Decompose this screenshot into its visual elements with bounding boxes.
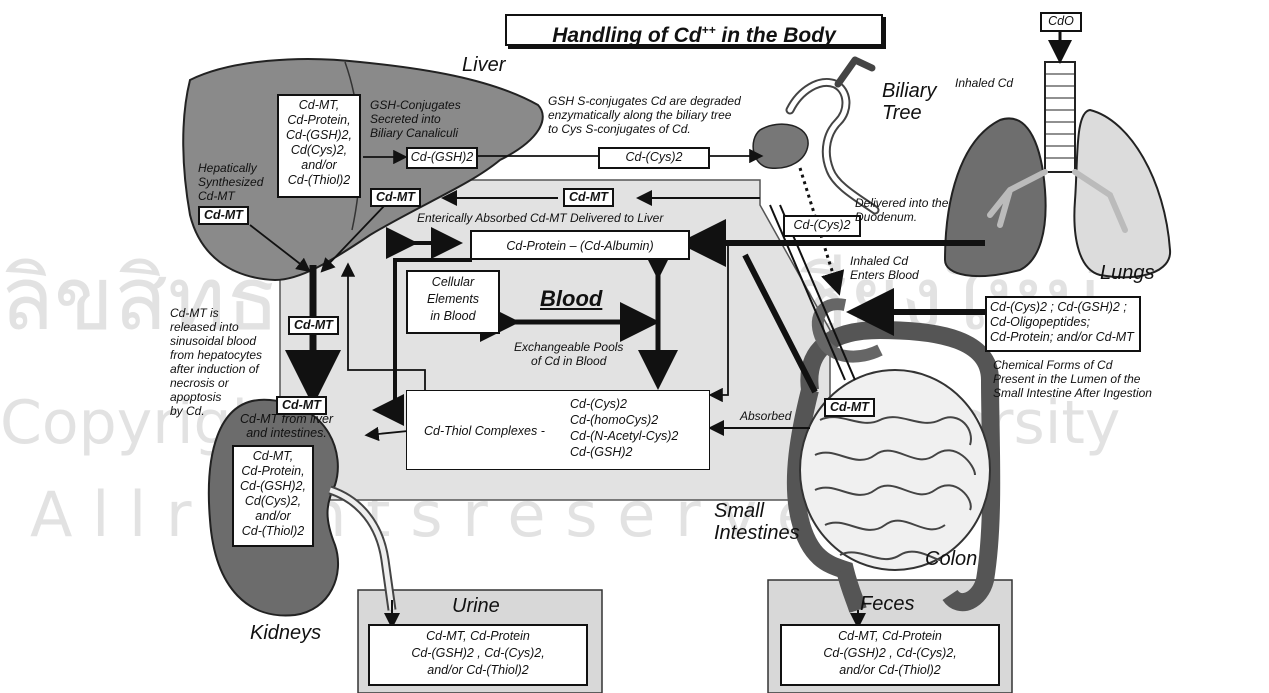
lungs-label: Lungs <box>1100 262 1155 285</box>
cd-mt-released-label: Cd-MT is released into sinusoidal blood … <box>170 306 262 418</box>
exchangeable-pools-label: Exchangeable Pools of Cd in Blood <box>514 340 623 368</box>
liver-form: Cd(Cys)2, <box>282 143 356 158</box>
inhaled-cd-label: Inhaled Cd <box>955 76 1013 90</box>
liver-form: Cd-Protein, <box>282 113 356 128</box>
released-cd-mt-tag: Cd-MT <box>288 316 339 335</box>
feces-form: Cd-MT, Cd-Protein <box>785 628 995 645</box>
chemical-forms-label: Chemical Forms of Cd Present in the Lume… <box>993 358 1152 400</box>
kidney-form: and/or <box>237 509 309 524</box>
enteric-label: Enterically Absorbed Cd-MT Delivered to … <box>417 211 663 225</box>
kidney-cd-forms-box: Cd-MT, Cd-Protein, Cd-(GSH)2, Cd(Cys)2, … <box>232 445 314 547</box>
right-lung-shape <box>1074 110 1170 277</box>
feces-cd-forms-box: Cd-MT, Cd-Protein Cd-(GSH)2 , Cd-(Cys)2,… <box>780 624 1000 686</box>
absorbed-label: Absorbed <box>740 409 791 423</box>
thiol-item: Cd-(Cys)2 <box>570 396 678 412</box>
left-lung-shape <box>945 118 1046 276</box>
kidney-form: Cd-(GSH)2, <box>237 479 309 494</box>
lumen-form: Cd-Protein; and/or Cd-MT <box>990 330 1136 345</box>
cd-cys2-box: Cd-(Cys)2 <box>598 147 710 169</box>
cdo-box: CdO <box>1040 12 1082 32</box>
urine-form: Cd-MT, Cd-Protein <box>373 628 583 645</box>
hepatically-synthesized-label: Hepatically Synthesized Cd-MT <box>198 161 263 203</box>
urine-cd-forms-box: Cd-MT, Cd-Protein Cd-(GSH)2 , Cd-(Cys)2,… <box>368 624 588 686</box>
lumen-form: Cd-Oligopeptides; <box>990 315 1136 330</box>
thiol-item: Cd-(GSH)2 <box>570 444 678 460</box>
thiol-item: Cd-(homoCys)2 <box>570 412 678 428</box>
kidney-cd-mt-label: Cd-MT from liver and intestines. <box>240 412 333 440</box>
hepatic-cd-mt-tag: Cd-MT <box>198 206 249 225</box>
gsh-degraded-label: GSH S-conjugates Cd are degraded enzymat… <box>548 94 741 136</box>
feces-label: Feces <box>860 593 914 616</box>
liver-label: Liver <box>462 54 505 77</box>
kidney-form: Cd-MT, <box>237 449 309 464</box>
liver-cd-forms-box: Cd-MT, Cd-Protein, Cd-(GSH)2, Cd(Cys)2, … <box>277 94 361 198</box>
feces-form: and/or Cd-(Thiol)2 <box>785 662 995 679</box>
kidney-form: Cd(Cys)2, <box>237 494 309 509</box>
cd-gsh2-box: Cd-(GSH)2 <box>406 147 478 169</box>
title-rest: in the Body <box>716 24 836 47</box>
thiol-complexes-label: Cd-Thiol Complexes - <box>424 424 545 438</box>
enteric-cd-mt-tag: Cd-MT <box>563 188 614 207</box>
kidney-form: Cd-Protein, <box>237 464 309 479</box>
title-superscript: ++ <box>702 23 716 37</box>
biliary-tree-label: Biliary Tree <box>882 80 936 124</box>
feces-form: Cd-(GSH)2 , Cd-(Cys)2, <box>785 645 995 662</box>
lumen-forms-box: Cd-(Cys)2 ; Cd-(GSH)2 ; Cd-Oligopeptides… <box>985 296 1141 352</box>
biliary-cd-cys2-box: Cd-(Cys)2 <box>783 215 861 237</box>
liver-form: Cd-(GSH)2, <box>282 128 356 143</box>
diagram-title: Handling of Cd++ in the Body <box>505 14 883 46</box>
inhaled-enters-blood-label: Inhaled Cd Enters Blood <box>850 254 919 282</box>
urine-form: Cd-(GSH)2 , Cd-(Cys)2, <box>373 645 583 662</box>
cd-protein-box: Cd-Protein – (Cd-Albumin) <box>470 230 690 260</box>
colon-label: Colon <box>925 548 977 571</box>
urine-label: Urine <box>452 595 500 618</box>
urine-form: and/or Cd-(Thiol)2 <box>373 662 583 679</box>
delivered-duodenum-label: Delivered into the Duodenum. <box>855 196 948 224</box>
intestine-cd-mt-tag: Cd-MT <box>824 398 875 417</box>
lumen-form: Cd-(Cys)2 ; Cd-(GSH)2 ; <box>990 300 1136 315</box>
blood-label: Blood <box>540 286 602 312</box>
liver-form: Cd-(Thiol)2 <box>282 173 356 188</box>
liver-form: Cd-MT, <box>282 98 356 113</box>
kidney-form: Cd-(Thiol)2 <box>237 524 309 539</box>
kidneys-label: Kidneys <box>250 622 321 645</box>
thiol-list: Cd-(Cys)2 Cd-(homoCys)2 Cd-(N-Acetyl-Cys… <box>570 396 678 460</box>
liver-form: and/or <box>282 158 356 173</box>
thiol-item: Cd-(N-Acetyl-Cys)2 <box>570 428 678 444</box>
gsh-conjugates-label: GSH-Conjugates Secreted into Biliary Can… <box>370 98 461 140</box>
small-intestines-label: Small Intestines <box>714 500 800 544</box>
gallbladder-shape <box>753 124 808 168</box>
title-main: Handling of Cd <box>552 24 701 47</box>
cellular-elements-box: Cellular Elements in Blood <box>406 270 500 334</box>
trachea-shape <box>1045 62 1075 172</box>
liver-cd-mt-tag: Cd-MT <box>370 188 421 207</box>
